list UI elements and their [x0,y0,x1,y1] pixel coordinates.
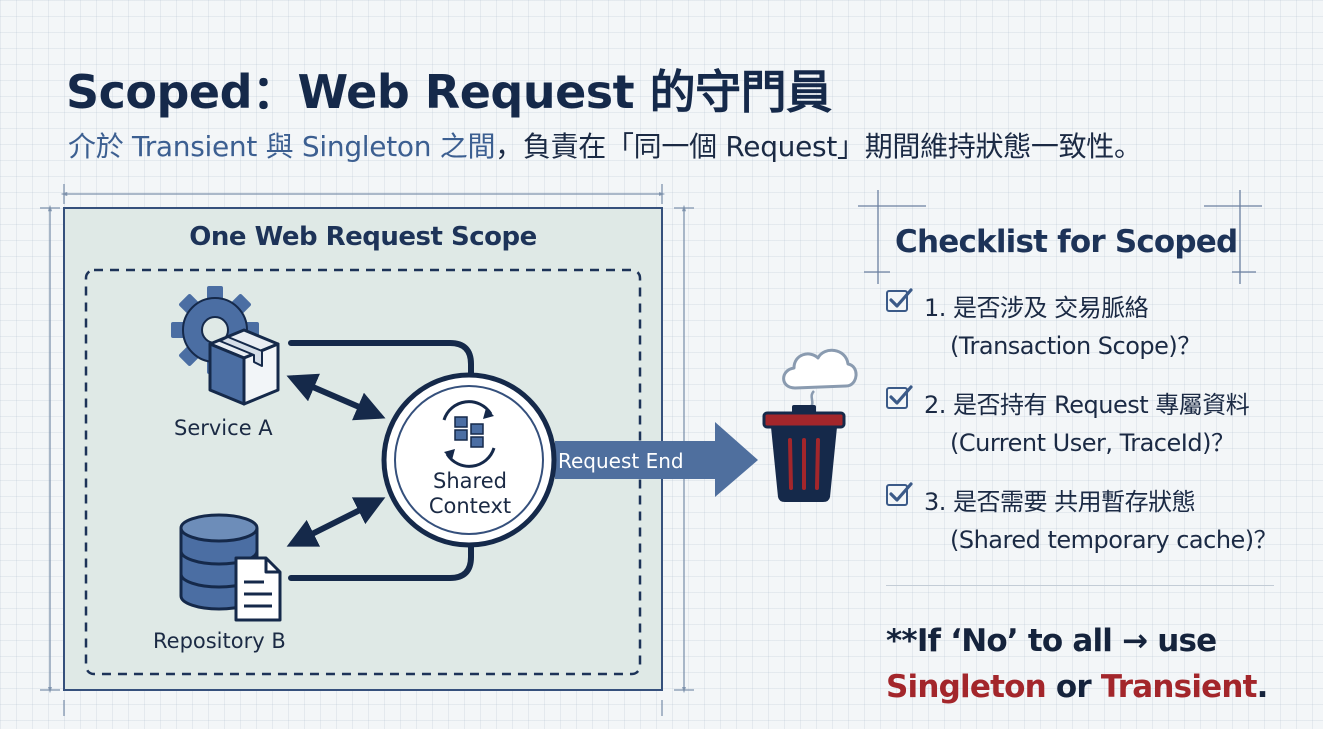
shared-context-node [381,372,557,548]
conclusion: **If ‘No’ to all → use Singleton or Tran… [886,618,1268,710]
conclusion-period: . [1256,669,1269,705]
check-icon [886,288,913,312]
subtitle-rest: ，負責在「同一個 Request」期間維持狀態一致性。 [495,130,1142,163]
connector-lines [288,340,474,581]
trash-can-icon [762,405,846,502]
page-title: Scoped：Web Request 的守門員 [66,65,832,119]
scope-label: One Web Request Scope [189,222,537,252]
checklist-title: Checklist for Scoped [895,224,1238,260]
repository-to-shared-arrow [286,497,386,547]
shared-context-line2: Context [428,494,512,518]
checklist-item-question: 3. 是否需要 共用暫存狀態 [924,488,1196,516]
sync-icon [442,400,496,468]
divider [886,585,1274,586]
shared-context-line1: Shared [433,469,507,493]
check-icon [886,385,913,409]
option-transient: Transient [1100,669,1258,705]
conclusion-connector: or [1055,669,1092,705]
checklist-item-question: 1. 是否涉及 交易脈絡 [924,294,1149,322]
page-subtitle: 介於 Transient 與 Singleton 之間，負責在「同一個 Requ… [68,125,1142,165]
service-to-shared-arrow [286,373,386,421]
checklist-title-frame [858,190,1262,284]
option-singleton: Singleton [886,669,1047,705]
subtitle-emphasis: 介於 Transient 與 Singleton 之間 [68,130,496,163]
shared-context-label: Shared Context [405,469,535,519]
checklist-item-detail: (Transaction Scope)？ [950,332,1201,360]
repository-b-label: Repository B [153,629,286,653]
service-a-label: Service A [174,416,273,440]
conclusion-line2: Singleton or Transient. [886,664,1268,710]
cloud-icon [782,348,858,409]
checklist-item-detail: (Current User, TraceId)？ [950,429,1235,457]
request-end-label: Request End [558,449,684,473]
checklist-item-detail: (Shared temporary cache)？ [950,526,1278,554]
checklist-item-question: 2. 是否持有 Request 專屬資料 [924,391,1250,419]
document-icon [234,556,282,622]
conclusion-line1: **If ‘No’ to all → use [886,623,1217,659]
package-icon [208,328,280,406]
check-icon [886,482,913,506]
request-end-arrow [555,422,758,497]
